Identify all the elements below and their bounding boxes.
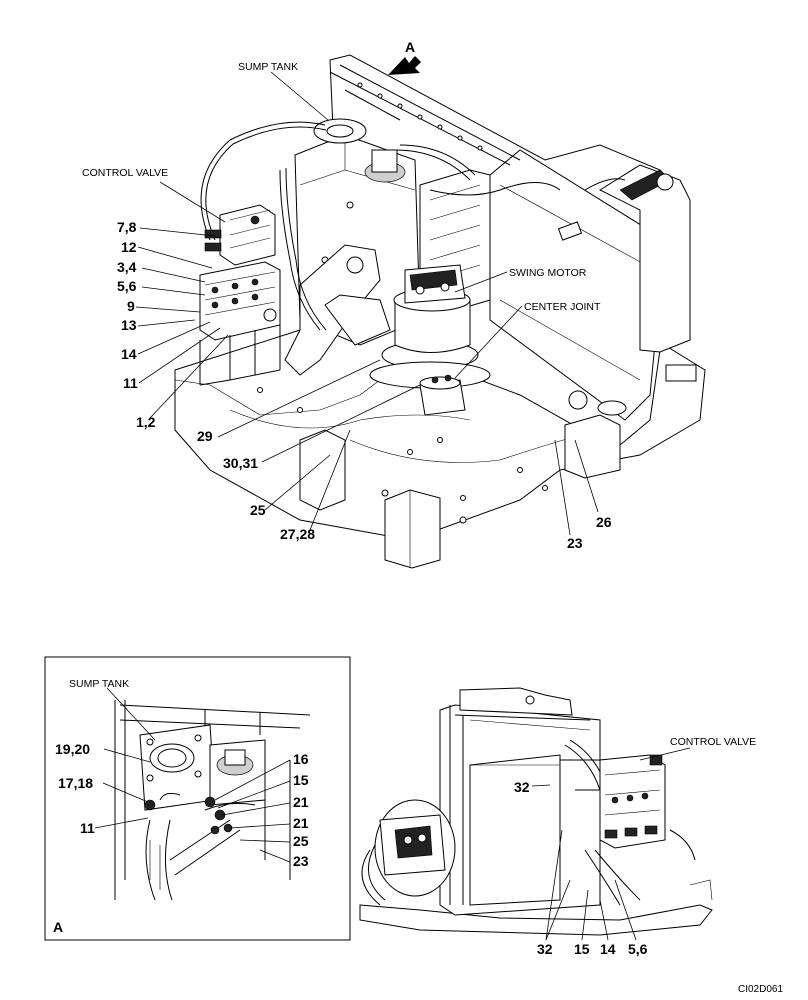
swing-motor <box>369 264 491 389</box>
detail-a-view: SUMP TANK 19,20 17,18 11 16 15 21 21 25 … <box>44 656 351 941</box>
rail-bolts <box>357 82 483 151</box>
detail-callout-11: 11 <box>80 820 95 836</box>
detail-callout-19-20: 19,20 <box>55 741 90 757</box>
engine-block <box>598 164 691 353</box>
side-swing-motor <box>361 799 456 906</box>
side-leader-lines <box>531 747 691 941</box>
control-valve-label: CONTROL VALVE <box>82 167 168 179</box>
swing-motor-label: SWING MOTOR <box>509 267 587 279</box>
view-a-arrow-label: A <box>405 39 415 55</box>
callout-23: 23 <box>567 535 583 551</box>
callout-11: 11 <box>123 375 138 391</box>
callout-30-31: 30,31 <box>223 455 258 471</box>
callout-3-4: 3,4 <box>117 259 137 275</box>
detail-callout-25: 25 <box>293 833 309 849</box>
side-callout-32b: 32 <box>537 941 553 957</box>
side-callout-32a: 32 <box>514 779 530 795</box>
callout-13: 13 <box>121 317 137 333</box>
side-tank <box>469 754 561 906</box>
figure-id: CI02D061 <box>738 984 783 995</box>
sump-tank-label: SUMP TANK <box>238 61 298 73</box>
callout-14: 14 <box>121 346 137 362</box>
detail-callout-21a: 21 <box>293 794 309 810</box>
detail-view-label: A <box>53 919 63 935</box>
side-guard-panel <box>489 149 666 421</box>
center-joint <box>419 374 466 416</box>
side-callout-5-6: 5,6 <box>628 941 648 957</box>
detail-leader-lines <box>94 687 291 863</box>
side-control-valve-label: CONTROL VALVE <box>670 736 756 748</box>
detail-sump-tank-label: SUMP TANK <box>69 678 129 690</box>
detail-fittings <box>144 796 233 835</box>
side-callout-15: 15 <box>574 941 590 957</box>
detail-callout-16: 16 <box>293 751 309 767</box>
side-control-valve <box>599 754 666 849</box>
callout-27-28: 27,28 <box>280 526 315 542</box>
callout-29: 29 <box>197 428 213 444</box>
detail-callout-17-18: 17,18 <box>58 775 93 791</box>
callout-7-8: 7,8 <box>117 219 137 235</box>
detail-callout-15: 15 <box>293 772 309 788</box>
main-view: A SUMP TANK CONTROL VALVE SWING MOTOR CE… <box>82 39 706 569</box>
detail-callout-23: 23 <box>293 853 309 869</box>
callout-26: 26 <box>596 514 612 530</box>
main-leader-lines <box>135 71 599 536</box>
plate-bolts <box>257 387 548 524</box>
bracket-27-28 <box>299 429 346 511</box>
bracket-front <box>384 489 441 569</box>
callout-5-6: 5,6 <box>117 278 137 294</box>
callout-1-2: 1,2 <box>136 414 156 430</box>
callout-12: 12 <box>121 239 137 255</box>
callout-9: 9 <box>127 298 135 314</box>
side-base-plate <box>359 904 713 936</box>
side-callout-14: 14 <box>600 941 616 957</box>
callout-25: 25 <box>250 502 266 518</box>
side-view: CONTROL VALVE 32 32 15 14 5,6 <box>359 687 756 957</box>
detail-callout-21b: 21 <box>293 815 309 831</box>
valve-stack <box>199 261 281 341</box>
center-joint-label: CENTER JOINT <box>524 301 601 313</box>
control-valve <box>204 204 276 266</box>
view-a-arrow <box>388 56 421 75</box>
hose-main-top <box>200 121 326 241</box>
